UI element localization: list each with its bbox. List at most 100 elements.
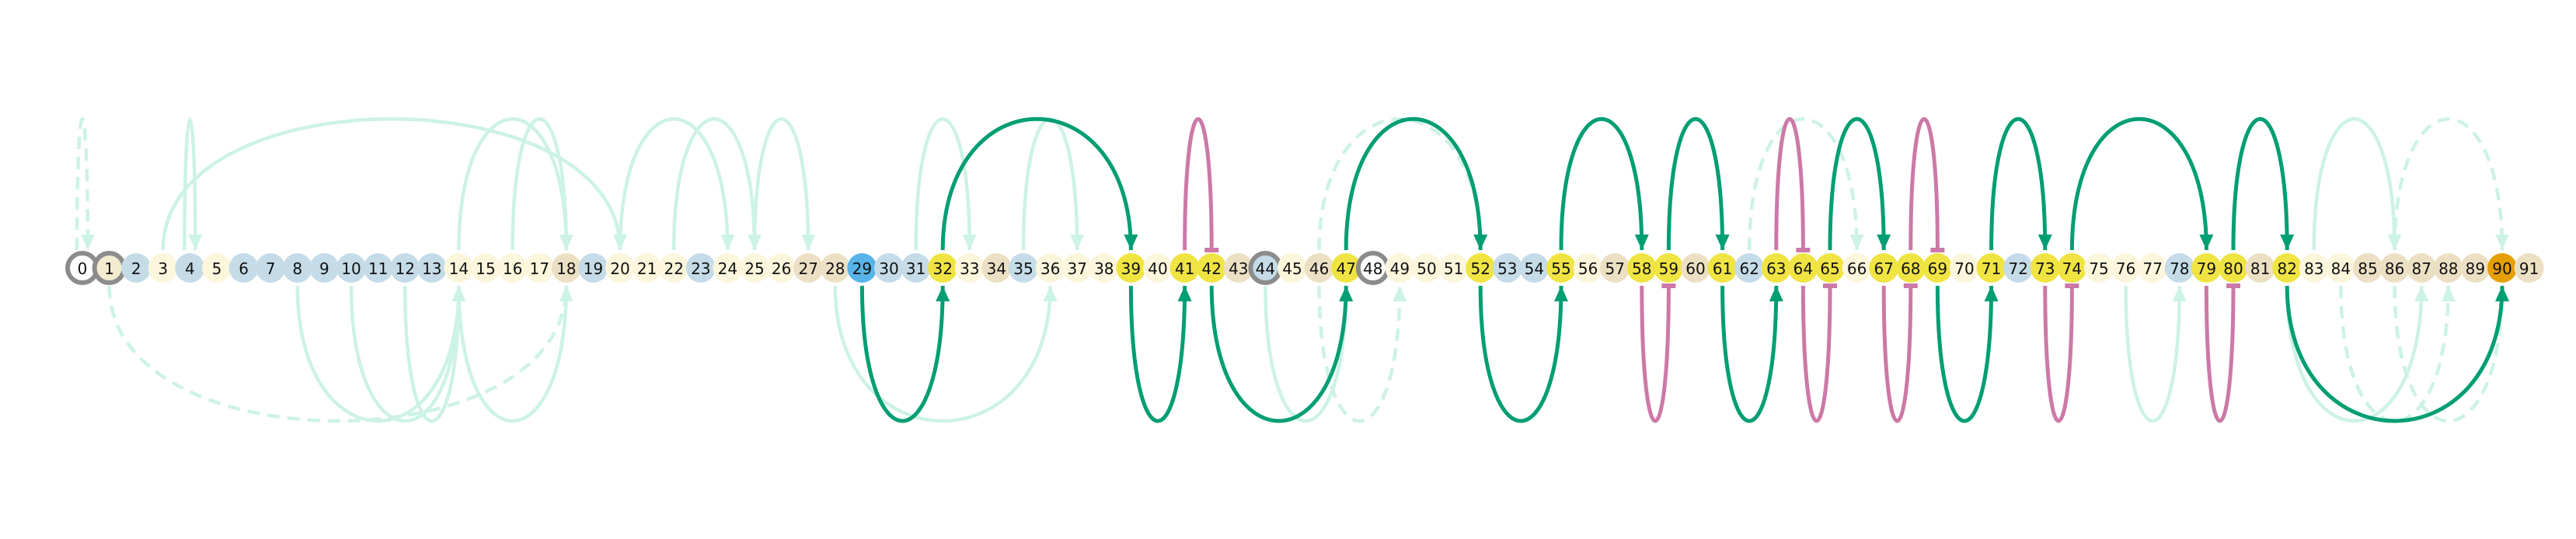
node-89 — [2460, 253, 2491, 283]
node-label-4: 4 — [185, 259, 195, 278]
node-label-0: 0 — [78, 259, 88, 278]
node-label-30: 30 — [879, 259, 898, 278]
node-8 — [282, 253, 312, 283]
node-87 — [2407, 253, 2437, 283]
node-label-22: 22 — [664, 259, 683, 278]
edge-44-47-bottom — [1264, 285, 1348, 423]
node-13 — [417, 253, 447, 283]
node-label-38: 38 — [1094, 259, 1114, 278]
node-54 — [1519, 253, 1549, 283]
faint-edge-layer — [75, 117, 2509, 423]
edge-64-65-bottom — [1800, 285, 1832, 423]
edge-20-24-top — [618, 117, 730, 251]
node-label-63: 63 — [1766, 259, 1786, 278]
edge-39-41-bottom-arrowhead — [1177, 286, 1192, 301]
node-label-57: 57 — [1605, 259, 1624, 278]
edge-0-0-top-arrowhead — [81, 235, 95, 250]
node-label-31: 31 — [906, 259, 925, 278]
node-label-75: 75 — [2089, 259, 2108, 278]
node-15 — [471, 253, 500, 283]
edge-3-20-top — [161, 117, 622, 251]
node-14 — [444, 253, 474, 283]
edge-47-52-top-arrowhead — [1473, 235, 1488, 250]
edge-86-90-bottom — [2393, 285, 2505, 423]
edge-80-82-top-arrowhead — [2280, 235, 2295, 250]
node-label-55: 55 — [1551, 259, 1570, 278]
node-label-8: 8 — [292, 259, 302, 278]
node-label-87: 87 — [2411, 259, 2431, 278]
node-29 — [847, 253, 877, 283]
node-34 — [981, 253, 1012, 283]
edge-73-74-bottom — [2043, 285, 2074, 423]
node-label-14: 14 — [449, 259, 469, 278]
edge-46-49-bottom-arrowhead — [1393, 286, 1407, 301]
node-21 — [632, 253, 662, 283]
node-36 — [1035, 253, 1065, 283]
node-label-80: 80 — [2223, 259, 2243, 278]
edge-16-18-top-arrowhead — [559, 235, 573, 250]
node-17 — [525, 253, 555, 283]
node-label-88: 88 — [2438, 259, 2458, 278]
node-35 — [1009, 253, 1038, 283]
edge-63-64-top — [1774, 117, 1805, 251]
edge-41-42-top — [1183, 117, 1214, 251]
node-63 — [1761, 253, 1791, 283]
node-label-24: 24 — [718, 259, 737, 278]
edge-86-90-top-arrowhead — [2495, 235, 2509, 250]
node-label-65: 65 — [1820, 259, 1839, 278]
edge-82-90-bottom — [2285, 285, 2505, 423]
node-label-50: 50 — [1417, 259, 1436, 278]
node-2 — [121, 253, 152, 283]
edge-67-68-bottom — [1881, 285, 1913, 423]
node-85 — [2353, 253, 2383, 283]
node-label-7: 7 — [266, 259, 276, 278]
edge-82-90-bottom-arrowhead — [2495, 286, 2509, 301]
node-label-61: 61 — [1713, 259, 1732, 278]
node-label-16: 16 — [503, 259, 522, 278]
edge-25-27-top-arrowhead — [801, 235, 816, 250]
node-label-21: 21 — [637, 259, 657, 278]
node-49 — [1385, 253, 1415, 283]
edge-62-66-top — [1747, 117, 1859, 251]
edge-68-69-top — [1908, 117, 1940, 251]
node-38 — [1089, 253, 1119, 283]
edge-4-4-top-arrowhead — [188, 235, 203, 250]
node-label-62: 62 — [1739, 259, 1759, 278]
node-73 — [2030, 253, 2060, 283]
edge-55-58-top — [1559, 116, 1644, 251]
node-label-51: 51 — [1444, 259, 1463, 278]
node-58 — [1626, 253, 1657, 283]
edge-20-24-top-arrowhead — [720, 235, 735, 250]
node-label-36: 36 — [1041, 259, 1060, 278]
edge-62-66-top-arrowhead — [1849, 235, 1864, 250]
edge-46-49-bottom — [1317, 285, 1402, 423]
node-label-37: 37 — [1067, 259, 1086, 278]
node-label-28: 28 — [825, 259, 845, 278]
node-label-86: 86 — [2385, 259, 2404, 278]
node-71 — [1976, 253, 2006, 283]
node-label-15: 15 — [476, 259, 495, 278]
node-46 — [1304, 253, 1334, 283]
node-label-39: 39 — [1121, 259, 1141, 278]
edge-82-87-bottom — [2285, 285, 2424, 423]
node-label-49: 49 — [1390, 259, 1410, 278]
node-label-42: 42 — [1201, 259, 1221, 278]
node-label-48: 48 — [1363, 259, 1382, 278]
node-20 — [605, 253, 635, 283]
node-label-40: 40 — [1148, 259, 1167, 278]
edge-61-63-bottom — [1720, 285, 1779, 423]
edge-71-73-top-arrowhead — [2037, 235, 2052, 250]
edge-25-27-top — [752, 117, 810, 251]
node-30 — [874, 253, 904, 283]
node-66 — [1842, 253, 1872, 283]
edge-32-39-top — [940, 116, 1133, 251]
strong-edge-layer — [859, 116, 2509, 423]
node-53 — [1492, 253, 1522, 283]
edge-74-79-top — [2069, 117, 2208, 251]
node-label-13: 13 — [422, 259, 441, 278]
edge-58-59-bottom — [1640, 285, 1671, 423]
node-label-1: 1 — [104, 259, 114, 278]
node-label-53: 53 — [1497, 259, 1517, 278]
node-label-26: 26 — [772, 259, 791, 278]
